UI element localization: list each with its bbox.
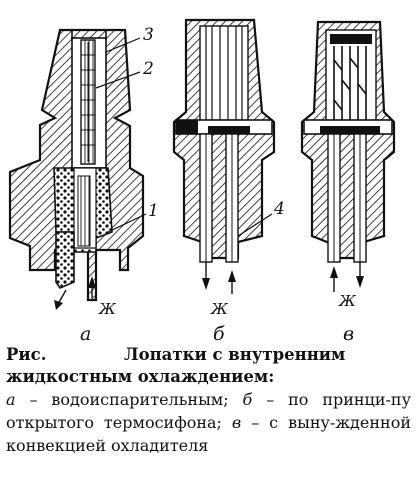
- callout-4: 4: [273, 199, 285, 219]
- caption-item-v: – с выну-жденной конвекцией охладителя: [6, 413, 411, 455]
- caption-body: а – водоиспарительным; б – по принци-пу …: [6, 388, 411, 457]
- flow-label-v: Ж: [338, 292, 357, 310]
- figure-caption: Рис. Лопатки с внутренним жидкостным охла…: [6, 344, 411, 457]
- caption-title: Рис. Лопатки с внутренним жидкостным охла…: [6, 344, 411, 388]
- caption-mark-b: б: [242, 390, 253, 409]
- panel-v-drawing: [300, 20, 396, 292]
- caption-prefix: Рис.: [6, 345, 47, 364]
- panel-label-v: в: [343, 323, 354, 345]
- caption-mark-a: а: [6, 390, 16, 409]
- caption-title-line1: Лопатки с внутренним: [124, 345, 346, 364]
- flow-label-a: Ж: [98, 300, 117, 318]
- callout-2: 2: [142, 59, 154, 79]
- caption-mark-v: в: [231, 413, 242, 432]
- callout-3: 3: [143, 25, 154, 45]
- panel-b-drawing: [172, 18, 276, 294]
- flow-label-b: Ж: [210, 300, 229, 318]
- callout-1: 1: [148, 201, 159, 221]
- panel-label-a: а: [80, 323, 91, 345]
- caption-item-b: – по принци-пу открытого термосифона;: [6, 390, 411, 432]
- caption-title-line2: жидкостным охлаждением:: [6, 367, 275, 386]
- caption-item-a: – водоиспарительным;: [15, 390, 243, 409]
- figure-illustration: 3 2 1 4 Ж Ж Ж а б в: [8, 18, 396, 345]
- panel-a-drawing: [8, 28, 147, 310]
- panel-label-b: б: [213, 323, 225, 345]
